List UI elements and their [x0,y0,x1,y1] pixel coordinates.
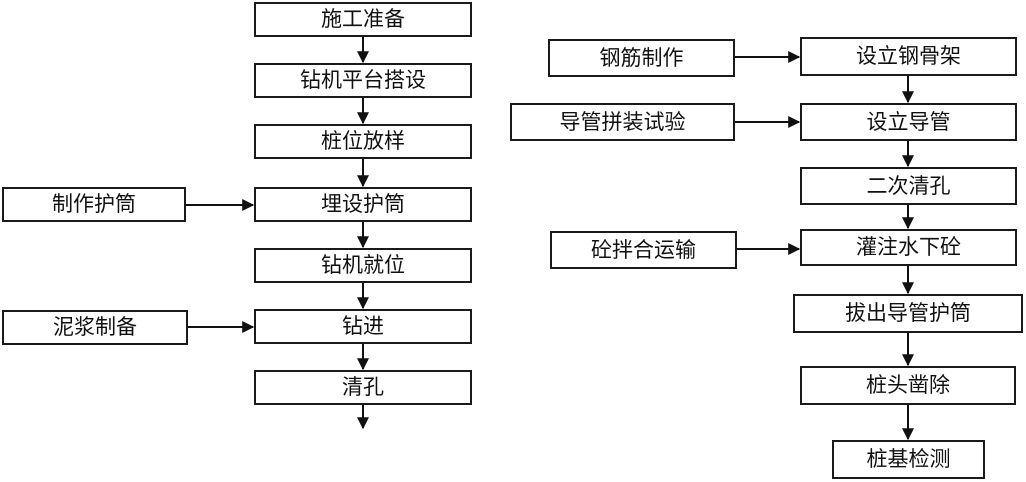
step-construction-prep: 施工准备 [254,2,472,37]
step-hole-cleaning: 清孔 [254,370,472,405]
step-install-tremie: 设立导管 [800,103,1017,141]
step-drill-platform-setup: 钻机平台搭设 [254,63,472,98]
input-tremie-assembly-test: 导管拼装试验 [510,103,735,141]
step-pile-position-layout: 桩位放样 [254,124,472,159]
input-concrete-mixing-transport: 砼拌合运输 [550,231,737,269]
step-secondary-cleaning: 二次清孔 [800,167,1017,205]
step-drill-in-position: 钻机就位 [254,248,472,283]
step-install-steel-cage: 设立钢骨架 [800,37,1017,76]
step-pile-testing: 桩基检测 [832,440,985,479]
input-mud-preparation: 泥浆制备 [2,310,188,345]
step-drilling: 钻进 [254,309,472,344]
input-rebar-fabrication: 钢筋制作 [548,39,735,77]
step-pour-underwater-concrete: 灌注水下砼 [800,229,1017,266]
step-bury-casing: 埋设护筒 [254,187,472,222]
step-pull-tremie-casing: 拔出导管护筒 [793,294,1023,333]
step-pile-head-chiseling: 桩头凿除 [800,366,1016,405]
input-make-casing: 制作护筒 [2,187,186,222]
